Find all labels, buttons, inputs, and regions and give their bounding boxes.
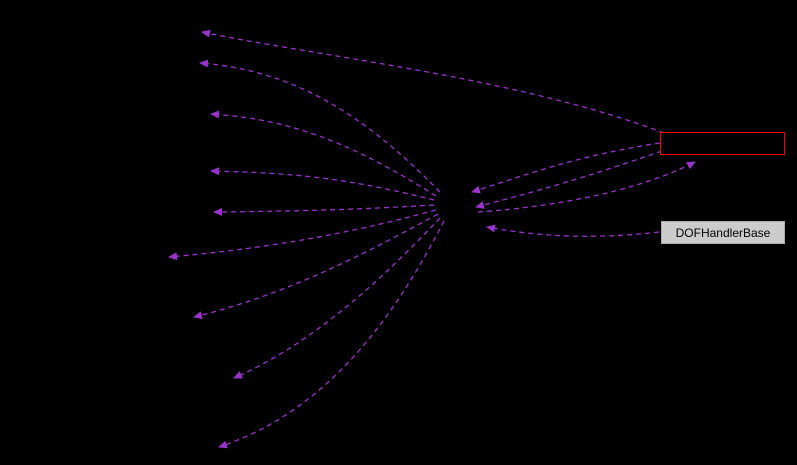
- edge-red-to-topleft: [201, 29, 665, 134]
- edge-red-to-hub-1: [471, 142, 661, 194]
- current-class-node: [660, 132, 785, 155]
- edge-dofhandlerbase-to-hub: [486, 224, 660, 237]
- edge-red-to-hub-2: [475, 150, 663, 209]
- dofhandlerbase-label: DOFHandlerBase: [675, 225, 771, 240]
- edge-hub-to-red: [477, 161, 696, 213]
- edge-hub-left-6: [193, 213, 439, 319]
- edge-hub-left-7: [233, 217, 441, 379]
- edge-hub-left-4: [213, 204, 435, 216]
- dofhandlerbase-node[interactable]: DOFHandlerBase: [661, 221, 785, 244]
- edge-hub-left-1: [199, 59, 441, 193]
- edge-hub-left-3: [210, 167, 435, 201]
- edge-hub-left-8: [218, 220, 445, 449]
- edge-hub-left-5: [168, 209, 437, 261]
- edge-hub-left-2: [210, 110, 437, 197]
